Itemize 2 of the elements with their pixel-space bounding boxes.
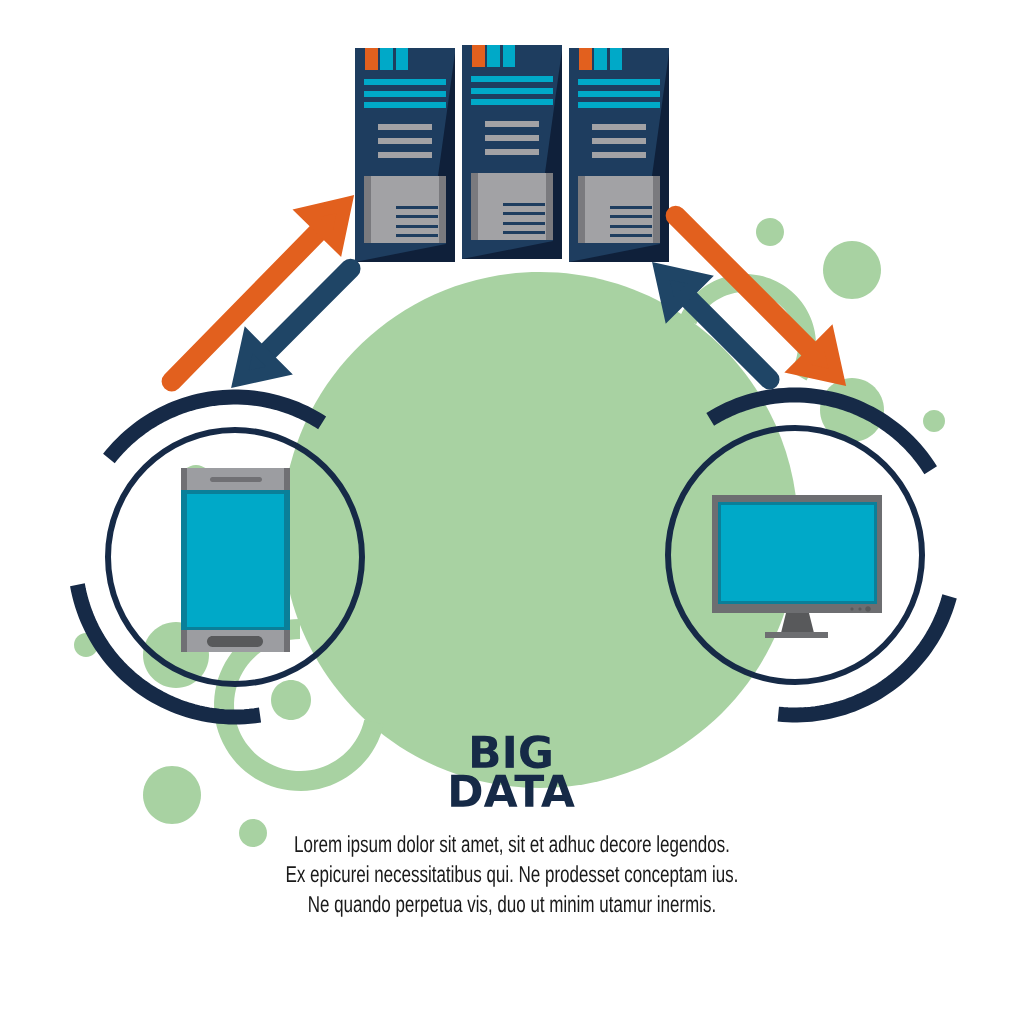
- body-text: Lorem ipsum dolor sit amet, sit et adhuc decore legendos. Ex epicurei necessitatibus qui. Ne prodesset conceptam ius. Ne quando perpetua vis, duo ut minim utamur inermis.: [286, 835, 737, 917]
- title: BIG DATA: [451, 735, 575, 807]
